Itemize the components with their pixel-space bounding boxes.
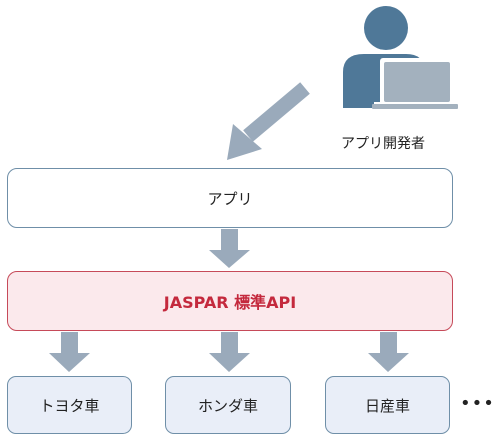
oem-label: ホンダ車 [197, 396, 258, 415]
oem-box-honda: ホンダ車 [165, 376, 291, 434]
app-label: アプリ [207, 189, 253, 208]
oem-label: 日産車 [364, 396, 410, 415]
developer-label: アプリ開発者 [341, 136, 425, 152]
arrow-developer-to-app [227, 82, 310, 160]
laptop-icon [372, 58, 458, 109]
arrow-api-to-toyota [49, 332, 90, 372]
app-box: アプリ [7, 168, 453, 228]
arrow-api-to-honda [209, 332, 250, 372]
api-label: JASPAR 標準API [163, 293, 297, 312]
more-ellipsis: ••• [460, 393, 495, 414]
api-box: JASPAR 標準API [7, 271, 453, 331]
arrow-app-to-api [209, 229, 250, 268]
oem-label: トヨタ車 [39, 396, 100, 415]
arrow-api-to-nissan [368, 332, 409, 372]
oem-box-toyota: トヨタ車 [7, 376, 132, 434]
oem-box-nissan: 日産車 [325, 376, 450, 434]
